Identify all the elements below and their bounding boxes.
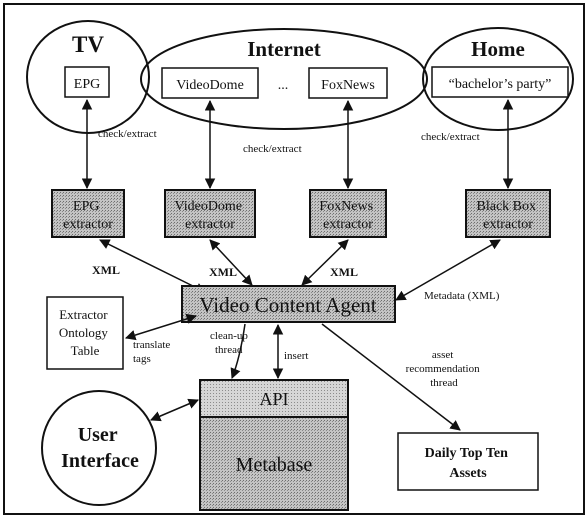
videodome-source-box [161, 67, 259, 99]
translate-tags-line1: translate [133, 339, 170, 351]
epg-source-label: EPG [74, 77, 100, 92]
videodome-extractor-line1: VideoDome [174, 199, 242, 214]
blackbox-extractor-line2: extractor [483, 217, 533, 232]
svg-text:Extractor Ontology: Extractor Ontology Table [59, 307, 111, 358]
translate-tags-line2: tags [133, 353, 151, 365]
epg-source-box [64, 66, 110, 98]
arrow-asset-recommendation [321, 323, 461, 431]
ontology-line1: Extractor [59, 307, 108, 322]
arrow-epg-agent [99, 239, 206, 293]
daily-top-box [397, 432, 539, 491]
metabase-label: Metabase [236, 454, 313, 476]
blackbox-extractor-box [465, 189, 551, 238]
epg-extractor-line1: EPG [73, 199, 99, 214]
svg-text:VideoDome extractor: VideoDome extractor [174, 199, 245, 232]
home-ellipse [422, 27, 574, 131]
bachelor-source-label: “bachelor’s party” [449, 77, 552, 92]
epg-extractor: EPG extractor [51, 189, 125, 238]
arrow-ui-api [150, 398, 199, 422]
arrow-cleanup-thread [230, 323, 246, 379]
check-extract-label-right: check/extract [421, 131, 480, 143]
svg-text:asset recommendation t: asset recommendation thread [406, 349, 483, 389]
user-interface-line2: Interface [61, 450, 139, 472]
asset-rec-line1: asset [432, 349, 453, 361]
arrow-foxnews-agent [301, 239, 349, 286]
foxnews-extractor-line1: FoxNews [319, 199, 373, 214]
svg-text:Daily Top Ten Assets: Daily Top Ten Assets [425, 446, 512, 481]
epg-extractor-line2: extractor [63, 217, 113, 232]
daily-top-ten-assets: Daily Top Ten Assets [397, 432, 539, 491]
tv-title: TV [72, 32, 104, 57]
foxnews-extractor-box [309, 189, 387, 238]
internet-ellipse [140, 28, 428, 130]
home-title: Home [471, 37, 525, 61]
svg-text:FoxNews extractor: FoxNews extractor [319, 199, 376, 232]
internet-title: Internet [247, 37, 320, 61]
svg-text:translate tags: translate tags [133, 339, 173, 365]
internet-group: Internet VideoDome ... FoxNews [140, 28, 428, 130]
svg-text:clean-up thread: clean-up thread [210, 330, 251, 356]
foxnews-source-box [308, 67, 388, 99]
cleanup-line1: clean-up [210, 330, 248, 342]
xml-label-3: XML [330, 265, 358, 279]
insert-label: insert [284, 350, 308, 362]
ontology-line2: Ontology [59, 325, 109, 340]
videodome-source-label: VideoDome [176, 78, 244, 93]
bachelor-source-box [431, 66, 569, 98]
daily-top-line1: Daily Top Ten [425, 446, 508, 461]
arrow-videodome-agent [209, 239, 253, 286]
cleanup-line2: thread [215, 344, 243, 356]
user-interface-circle [41, 390, 157, 506]
svg-text:EPG extractor: EPG extractor [63, 199, 113, 232]
metabase-box [199, 416, 349, 511]
metadata-xml-label: Metadata (XML) [424, 290, 500, 302]
daily-top-line2: Assets [449, 466, 487, 481]
arrow-ontology-agent [124, 313, 198, 341]
epg-extractor-box [51, 189, 125, 238]
user-interface: User Interface [41, 390, 157, 506]
svg-text:Black Box extractor: Black Box extractor [477, 199, 540, 232]
arrow-blackbox-agent [395, 239, 501, 301]
home-group: Home “bachelor’s party” [422, 27, 574, 131]
check-extract-label-left: check/extract [98, 128, 157, 140]
metabase-stack: API Metabase [199, 379, 349, 511]
videodome-extractor: VideoDome extractor [164, 189, 256, 238]
check-extract-label-mid: check/extract [243, 143, 302, 155]
svg-text:User Interface: User Interface [61, 424, 139, 472]
ontology-line3: Table [71, 343, 100, 358]
user-interface-line1: User [78, 424, 118, 446]
foxnews-extractor: FoxNews extractor [309, 189, 387, 238]
blackbox-extractor: Black Box extractor [465, 189, 551, 238]
api-label: API [259, 389, 288, 409]
blackbox-extractor-line1: Black Box [477, 199, 537, 214]
videodome-extractor-box [164, 189, 256, 238]
foxnews-source-label: FoxNews [321, 78, 375, 93]
xml-label-1: XML [92, 263, 120, 277]
video-content-agent-box [181, 285, 396, 323]
xml-label-2: XML [209, 265, 237, 279]
ontology-box [46, 296, 124, 370]
sources-ellipsis: ... [278, 78, 289, 93]
videodome-extractor-line2: extractor [185, 217, 235, 232]
video-content-agent-label: Video Content Agent [199, 293, 376, 317]
video-content-agent: Video Content Agent [181, 285, 396, 323]
foxnews-extractor-line2: extractor [323, 217, 373, 232]
extractor-ontology-table: Extractor Ontology Table [46, 296, 124, 370]
asset-rec-line3: thread [430, 377, 458, 389]
asset-rec-line2: recommendation [406, 363, 480, 375]
api-box [199, 379, 349, 418]
